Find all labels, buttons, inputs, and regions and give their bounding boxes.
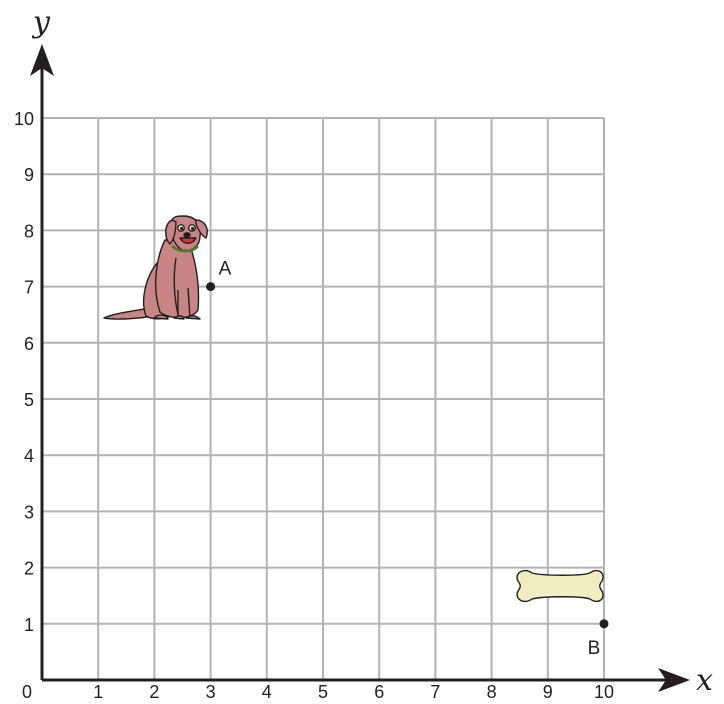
x-tick-labels: 1 2 3 4 5 6 7 8 9 10 [93, 682, 614, 702]
x-tick-label: 9 [543, 682, 553, 702]
x-tick-label: 4 [262, 682, 272, 702]
y-tick-label: 9 [24, 165, 34, 185]
point-a-label: A [219, 259, 232, 280]
y-tick-label: 10 [14, 109, 34, 129]
x-tick-label: 1 [93, 682, 103, 702]
y-tick-label: 7 [24, 278, 34, 298]
y-axis-arrow-icon [30, 44, 54, 76]
points: AB [206, 259, 609, 659]
dog-picture [103, 215, 208, 320]
x-axis-label: x [696, 663, 713, 698]
x-tick-label: 3 [206, 682, 216, 702]
origin-label: 0 [22, 682, 32, 702]
point-b-label: B [588, 638, 601, 659]
bone-picture [516, 569, 604, 603]
x-tick-label: 8 [487, 682, 497, 702]
x-tick-label: 5 [318, 682, 328, 702]
grid-lines [42, 117, 605, 680]
y-tick-label: 3 [24, 502, 34, 522]
x-tick-label: 7 [430, 682, 440, 702]
y-tick-label: 4 [24, 446, 34, 466]
point-a-marker [206, 282, 216, 292]
x-tick-label: 10 [594, 682, 614, 702]
y-tick-label: 1 [24, 615, 34, 635]
y-tick-label: 2 [24, 559, 34, 579]
y-tick-labels: 1 2 3 4 5 6 7 8 9 10 [14, 109, 34, 635]
y-tick-label: 8 [24, 221, 34, 241]
y-axis-label: y [31, 5, 51, 40]
y-tick-label: 5 [24, 390, 34, 410]
x-axis-arrow-icon [658, 668, 690, 692]
x-tick-label: 6 [374, 682, 384, 702]
x-tick-label: 2 [149, 682, 159, 702]
point-b-marker [599, 619, 609, 629]
y-tick-label: 6 [24, 334, 34, 354]
